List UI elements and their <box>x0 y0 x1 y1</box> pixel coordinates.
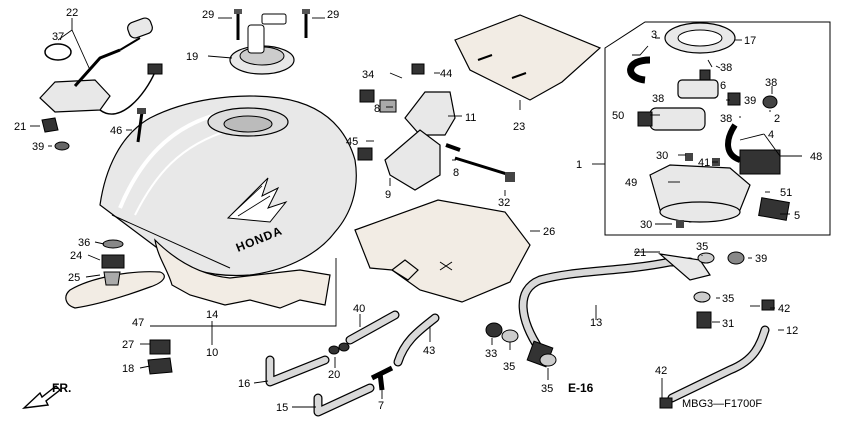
tank-side-pad <box>65 271 165 309</box>
fuel-tank: HONDA <box>99 95 357 277</box>
label-38-b: 38 <box>765 77 777 89</box>
label-22: 22 <box>66 7 78 19</box>
label-27: 27 <box>122 339 134 351</box>
label-38-c: 38 <box>652 93 664 105</box>
ref-e16: E-16 <box>568 381 594 395</box>
pump-assembly-box <box>604 21 831 236</box>
label-43: 43 <box>423 345 435 357</box>
label-24: 24 <box>70 250 82 262</box>
label-19: 19 <box>186 51 198 63</box>
label-35-a: 35 <box>503 361 515 373</box>
label-25: 25 <box>68 272 80 284</box>
label-15: 15 <box>276 402 288 414</box>
label-41: 41 <box>698 157 710 169</box>
label-45: 45 <box>346 136 358 148</box>
joint-7 <box>370 365 394 391</box>
rubber-25 <box>103 271 121 286</box>
label-35-b: 35 <box>541 383 553 395</box>
label-9: 9 <box>385 189 391 201</box>
label-31: 31 <box>722 318 734 330</box>
label-14: 14 <box>206 309 218 321</box>
label-48: 48 <box>810 151 822 163</box>
label-49: 49 <box>625 177 637 189</box>
label-21-right: 21 <box>634 247 646 259</box>
label-26: 26 <box>543 226 555 238</box>
fuel-sender <box>39 17 163 151</box>
label-35-d: 35 <box>722 293 734 305</box>
bolt-46 <box>136 111 144 143</box>
label-7: 7 <box>378 400 384 412</box>
pad-26 <box>354 199 531 303</box>
filler-cap <box>229 13 295 75</box>
pad-23 <box>454 14 602 101</box>
label-21-left: 21 <box>14 121 26 133</box>
label-35-c: 35 <box>696 241 708 253</box>
label-4: 4 <box>768 129 774 141</box>
label-38-d: 38 <box>720 113 732 125</box>
label-39-pump: 39 <box>744 95 756 107</box>
label-29-left: 29 <box>202 9 214 21</box>
bracket-assembly <box>357 63 515 191</box>
label-51: 51 <box>780 187 792 199</box>
tank-pad-lower <box>154 238 331 309</box>
label-46: 46 <box>110 125 122 137</box>
leader-lines <box>30 17 802 408</box>
label-13: 13 <box>590 317 602 329</box>
label-32: 32 <box>498 197 510 209</box>
label-38-a: 38 <box>720 62 732 74</box>
label-3: 3 <box>651 29 657 41</box>
front-arrow-label: FR. <box>52 381 71 395</box>
label-30-upper: 30 <box>656 150 668 162</box>
label-42-lower: 42 <box>655 365 667 377</box>
label-33: 33 <box>485 348 497 360</box>
label-39-left: 39 <box>32 141 44 153</box>
label-11: 11 <box>465 112 476 124</box>
label-17: 17 <box>744 35 756 47</box>
label-23: 23 <box>513 121 525 133</box>
label-12: 12 <box>786 325 798 337</box>
label-42-upper: 42 <box>778 303 790 315</box>
part-labels: 22 37 29 29 19 34 44 8 11 45 8 9 32 23 2… <box>14 7 822 414</box>
front-arrow: FR. <box>21 381 71 409</box>
label-50: 50 <box>612 110 624 122</box>
label-8-lower: 8 <box>453 167 459 179</box>
label-18: 18 <box>122 363 134 375</box>
clip-18 <box>147 357 173 375</box>
label-34: 34 <box>362 69 374 81</box>
label-44: 44 <box>440 68 452 80</box>
diagram-code: MBG3—F1700F <box>682 398 762 410</box>
label-2: 2 <box>774 113 780 125</box>
label-8-upper: 8 <box>374 103 380 115</box>
washer-36 <box>102 239 124 249</box>
label-30-lower: 30 <box>640 219 652 231</box>
label-37: 37 <box>52 31 64 43</box>
label-29-right: 29 <box>327 9 339 21</box>
label-5: 5 <box>794 210 800 222</box>
clip-27 <box>149 339 171 355</box>
label-20: 20 <box>328 369 340 381</box>
label-40: 40 <box>353 303 365 315</box>
label-36: 36 <box>78 237 90 249</box>
fuel-pump <box>627 22 790 228</box>
label-1: 1 <box>576 159 582 171</box>
label-47: 47 <box>132 317 144 329</box>
label-10: 10 <box>206 347 218 359</box>
label-16: 16 <box>238 378 250 390</box>
label-39-right: 39 <box>755 253 767 265</box>
mount-24 <box>101 254 125 269</box>
label-6: 6 <box>720 80 726 92</box>
